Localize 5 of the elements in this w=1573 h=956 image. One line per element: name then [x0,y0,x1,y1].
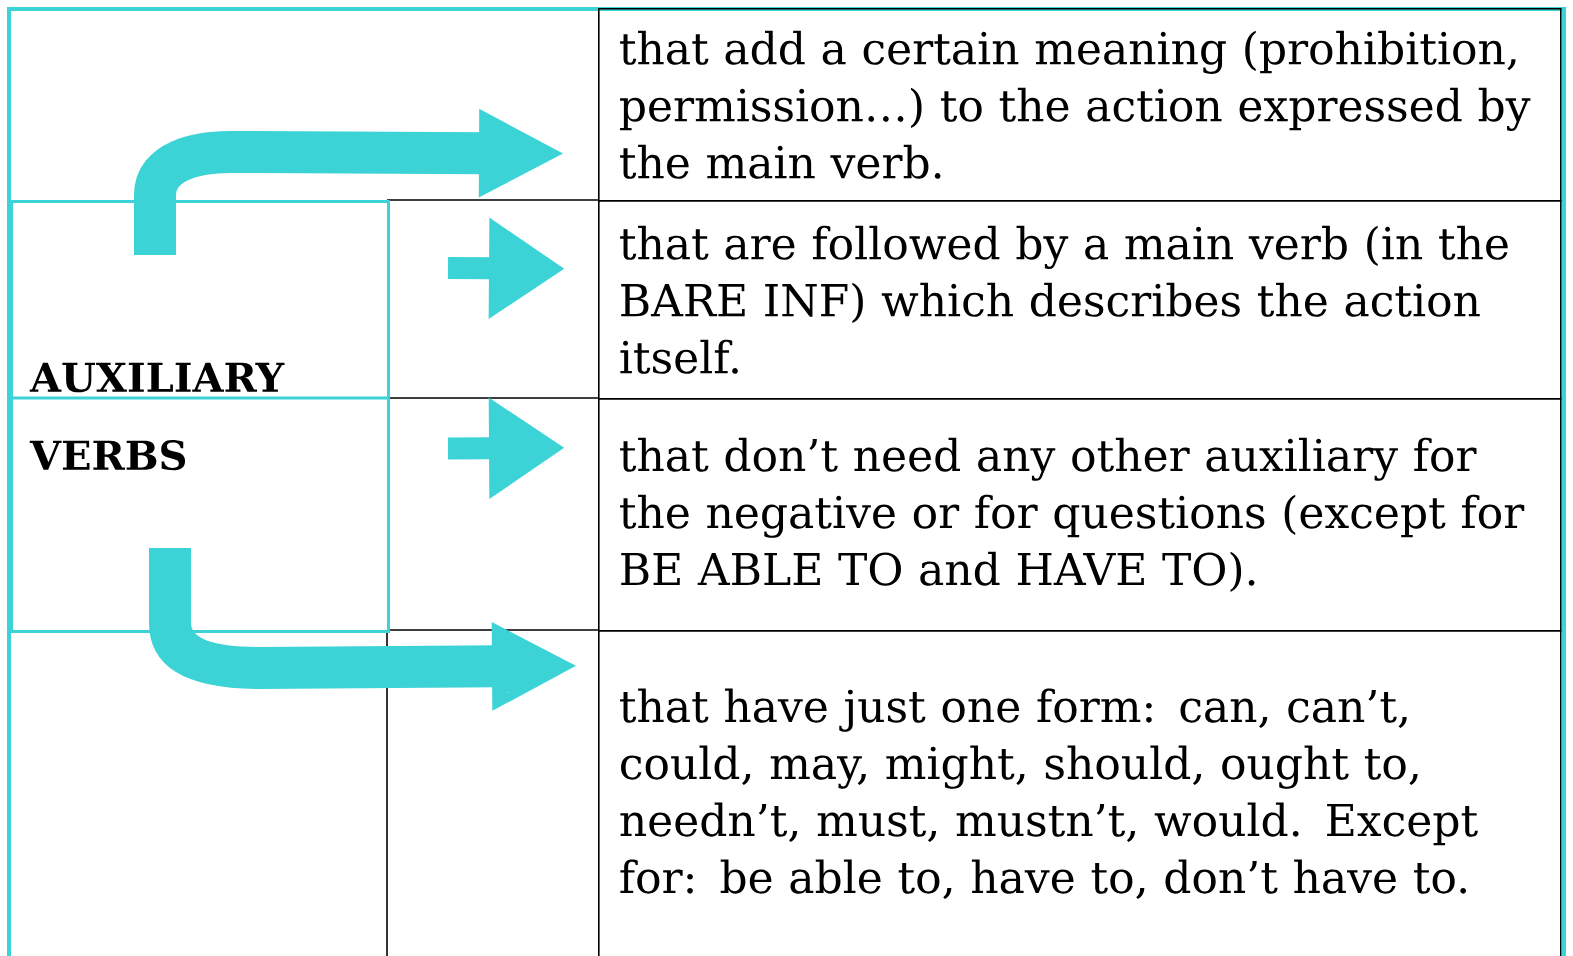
text-cell: that are followed by a main verb (in the BARE INF) which describes the action itself. [598,200,1562,400]
text-cell: that don’t need any other auxiliary for the negative or for questions (except for BE ABLE TO and HAVE TO). [598,398,1562,632]
title-box: AUXILIARY VERBS [10,200,390,633]
text-cell: that have just one form: can, can’t, could, may, might, should, ought to, needn’t, must, mustn’t, would. Except for: be able to, have to, don’t have to. [598,630,1562,956]
text-cell: that add a certain meaning (prohibition, permission…) to the action expressed by the main verb. [598,8,1562,202]
